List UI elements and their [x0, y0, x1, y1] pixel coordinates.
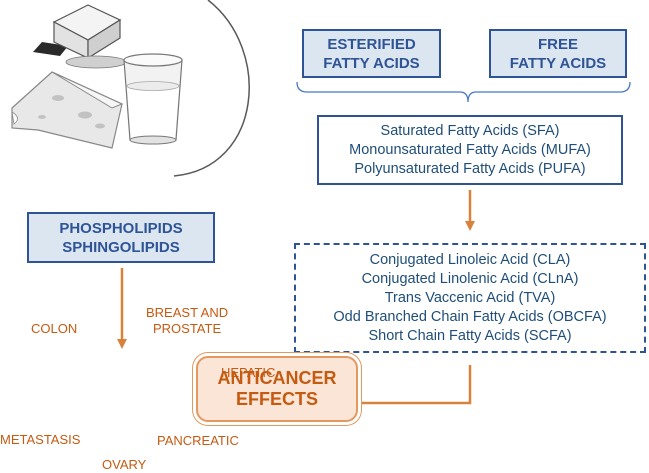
esterified-line1: ESTERIFIED [327, 35, 416, 53]
site-metastasis: METASTASIS [0, 432, 81, 447]
esterified-fatty-acids-box: ESTERIFIED FATTY ACIDS [302, 29, 441, 78]
acid-clna: Conjugated Linolenic Acid (CLnA) [361, 270, 579, 287]
sphingolipids-label: SPHINGOLIPIDS [62, 238, 180, 256]
site-colon: COLON [31, 321, 78, 336]
site-hepatic: HEPATIC [221, 365, 276, 380]
esterified-line2: FATTY ACIDS [323, 54, 420, 72]
free-line2: FATTY ACIDS [509, 54, 607, 72]
cheese-icon [11, 71, 124, 149]
effects-line2: EFFECTS [235, 389, 318, 409]
site-pancreatic: PANCREATIC [157, 433, 239, 448]
butter-icon [33, 4, 127, 69]
class-sfa: Saturated Fatty Acids (SFA) [380, 122, 560, 139]
phospholipids-box: PHOSPHOLIPIDS SPHINGOLIPIDS [27, 212, 215, 263]
class-mufa: Monounsaturated Fatty Acids (MUFA) [349, 141, 591, 158]
acid-cla: Conjugated Linoleic Acid (CLA) [369, 251, 571, 268]
acid-tva: Trans Vaccenic Acid (TVA) [384, 289, 556, 306]
effects-line1: ANTICANCER [217, 368, 337, 388]
free-line1: FREE [537, 35, 578, 53]
anticancer-effects-box: ANTICANCER EFFECTS [196, 356, 358, 422]
milk-glass-icon [123, 53, 183, 145]
phospholipids-label: PHOSPHOLIPIDS [59, 219, 183, 237]
site-breast-line2: PROSTATE [152, 321, 222, 336]
acid-scfa: Short Chain Fatty Acids (SCFA) [368, 327, 572, 344]
site-ovary: OVARY [102, 457, 147, 472]
bioactive-acids-box: Conjugated Linoleic Acid (CLA) Conjugate… [294, 243, 646, 353]
bracket [296, 81, 631, 103]
fatty-acid-classes-box: Saturated Fatty Acids (SFA) Monounsatura… [317, 115, 623, 185]
acid-obcfa: Odd Branched Chain Fatty Acids (OBCFA) [333, 308, 607, 325]
site-breast-prostate: BREAST AND PROSTATE [146, 305, 228, 337]
class-pufa: Polyunsaturated Fatty Acids (PUFA) [354, 160, 586, 177]
free-fatty-acids-box: FREE FATTY ACIDS [489, 29, 627, 78]
divider-curve [173, 0, 250, 177]
site-breast-line1: BREAST AND [146, 305, 229, 320]
